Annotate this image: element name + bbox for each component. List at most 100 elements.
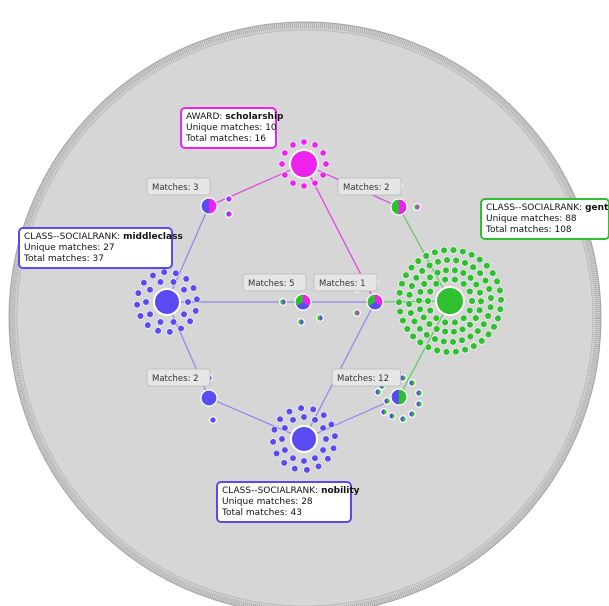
nobility-node[interactable] bbox=[322, 435, 330, 443]
middleclass-node[interactable] bbox=[172, 269, 180, 277]
gentry-node[interactable] bbox=[478, 337, 486, 345]
nobility-node[interactable] bbox=[285, 408, 294, 416]
gentry-node[interactable] bbox=[441, 275, 449, 284]
gentry-node[interactable] bbox=[441, 327, 449, 336]
award-node[interactable] bbox=[311, 141, 319, 149]
middleclass-node[interactable] bbox=[146, 286, 154, 294]
gentry-node[interactable] bbox=[450, 328, 458, 336]
middleclass-node[interactable] bbox=[180, 286, 188, 294]
gentry-node[interactable] bbox=[441, 318, 449, 327]
gentry-node[interactable] bbox=[442, 348, 451, 356]
gentry-node[interactable] bbox=[458, 325, 467, 334]
middleclass-node[interactable] bbox=[133, 301, 141, 309]
nobility-node[interactable] bbox=[291, 465, 299, 473]
middleclass-node[interactable] bbox=[180, 310, 188, 318]
nobility-node[interactable] bbox=[300, 413, 308, 421]
gentry-node[interactable] bbox=[480, 320, 488, 328]
gentry-hub-node[interactable] bbox=[435, 286, 465, 316]
gentry-node[interactable] bbox=[433, 268, 442, 277]
shared-mini-node[interactable] bbox=[413, 203, 421, 211]
shared-mini-node[interactable] bbox=[388, 412, 396, 420]
gentry-node[interactable] bbox=[476, 289, 484, 297]
gentry-node[interactable] bbox=[416, 338, 424, 347]
gentry-node[interactable] bbox=[484, 330, 493, 339]
gentry-node[interactable] bbox=[451, 266, 459, 275]
gentry-node[interactable] bbox=[469, 263, 477, 271]
award-node[interactable] bbox=[289, 141, 297, 149]
shared-node-gentry-nobility[interactable] bbox=[390, 388, 408, 406]
gentry-node[interactable] bbox=[431, 335, 439, 343]
gentry-node[interactable] bbox=[398, 280, 406, 288]
gentry-node[interactable] bbox=[458, 336, 466, 344]
gentry-node[interactable] bbox=[496, 305, 504, 313]
gentry-node[interactable] bbox=[466, 287, 474, 296]
award-hub-node[interactable] bbox=[289, 149, 319, 179]
award-node[interactable] bbox=[300, 138, 308, 146]
middleclass-node[interactable] bbox=[184, 298, 192, 306]
gentry-node[interactable] bbox=[416, 325, 424, 333]
gentry-node[interactable] bbox=[420, 313, 428, 322]
gentry-node[interactable] bbox=[451, 275, 459, 284]
gentry-node[interactable] bbox=[432, 314, 440, 322]
gentry-node[interactable] bbox=[494, 314, 502, 322]
shared-node-award-nobility[interactable] bbox=[366, 293, 384, 311]
gentry-node[interactable] bbox=[452, 256, 460, 265]
nobility-node[interactable] bbox=[276, 415, 284, 423]
gentry-node[interactable] bbox=[468, 297, 476, 305]
gentry-node[interactable] bbox=[433, 346, 441, 355]
gentry-node[interactable] bbox=[416, 305, 424, 313]
middleclass-node[interactable] bbox=[169, 278, 178, 286]
shared-node-middle-gentry[interactable] bbox=[294, 293, 312, 311]
shared-mini-node[interactable] bbox=[316, 314, 324, 322]
gentry-node[interactable] bbox=[487, 294, 495, 302]
gentry-node[interactable] bbox=[483, 262, 491, 270]
nobility-node[interactable] bbox=[320, 411, 328, 419]
shared-mini-node[interactable] bbox=[415, 400, 423, 408]
gentry-node[interactable] bbox=[423, 331, 431, 339]
middleclass-hub-node[interactable] bbox=[153, 288, 181, 316]
middleclass-node[interactable] bbox=[192, 307, 200, 315]
gentry-node[interactable] bbox=[415, 296, 423, 305]
award-node[interactable] bbox=[311, 179, 319, 187]
gentry-node[interactable] bbox=[477, 297, 485, 306]
nobility-node[interactable] bbox=[289, 454, 297, 462]
middleclass-node[interactable] bbox=[169, 318, 178, 326]
shared-mini-node[interactable] bbox=[297, 318, 305, 326]
gentry-node[interactable] bbox=[460, 314, 468, 322]
middleclass-node[interactable] bbox=[146, 310, 154, 318]
nobility-node[interactable] bbox=[300, 457, 308, 465]
nobility-node[interactable] bbox=[331, 432, 339, 440]
gentry-node[interactable] bbox=[416, 288, 425, 296]
gentry-node[interactable] bbox=[449, 338, 457, 346]
gentry-node[interactable] bbox=[467, 251, 476, 259]
nobility-node[interactable] bbox=[269, 438, 277, 446]
gentry-node[interactable] bbox=[472, 280, 480, 289]
gentry-node[interactable] bbox=[403, 325, 411, 333]
nobility-node[interactable] bbox=[281, 446, 289, 454]
middleclass-node[interactable] bbox=[182, 275, 190, 283]
gentry-node[interactable] bbox=[426, 306, 434, 315]
gentry-node[interactable] bbox=[443, 256, 451, 264]
gentry-node[interactable] bbox=[466, 306, 474, 315]
middleclass-node[interactable] bbox=[189, 284, 198, 292]
gentry-node[interactable] bbox=[432, 280, 440, 288]
gentry-node[interactable] bbox=[420, 280, 428, 288]
gentry-node[interactable] bbox=[493, 277, 501, 286]
gentry-node[interactable] bbox=[434, 258, 442, 266]
shared-mini-node[interactable] bbox=[225, 195, 233, 203]
gentry-node[interactable] bbox=[466, 332, 475, 341]
shared-mini-node[interactable] bbox=[383, 397, 391, 405]
gentry-node[interactable] bbox=[496, 286, 504, 295]
gentry-node[interactable] bbox=[407, 263, 416, 272]
gentry-node[interactable] bbox=[440, 246, 448, 255]
gentry-node[interactable] bbox=[452, 348, 460, 356]
nobility-node[interactable] bbox=[309, 405, 317, 414]
shared-mini-node[interactable] bbox=[415, 389, 423, 397]
middleclass-node[interactable] bbox=[156, 318, 165, 326]
award-node[interactable] bbox=[319, 171, 327, 179]
gentry-node[interactable] bbox=[486, 303, 495, 311]
gentry-node[interactable] bbox=[459, 247, 467, 256]
nobility-node[interactable] bbox=[311, 416, 319, 424]
shared-mini-node[interactable] bbox=[374, 388, 382, 396]
shared-mini-node[interactable] bbox=[408, 410, 416, 418]
